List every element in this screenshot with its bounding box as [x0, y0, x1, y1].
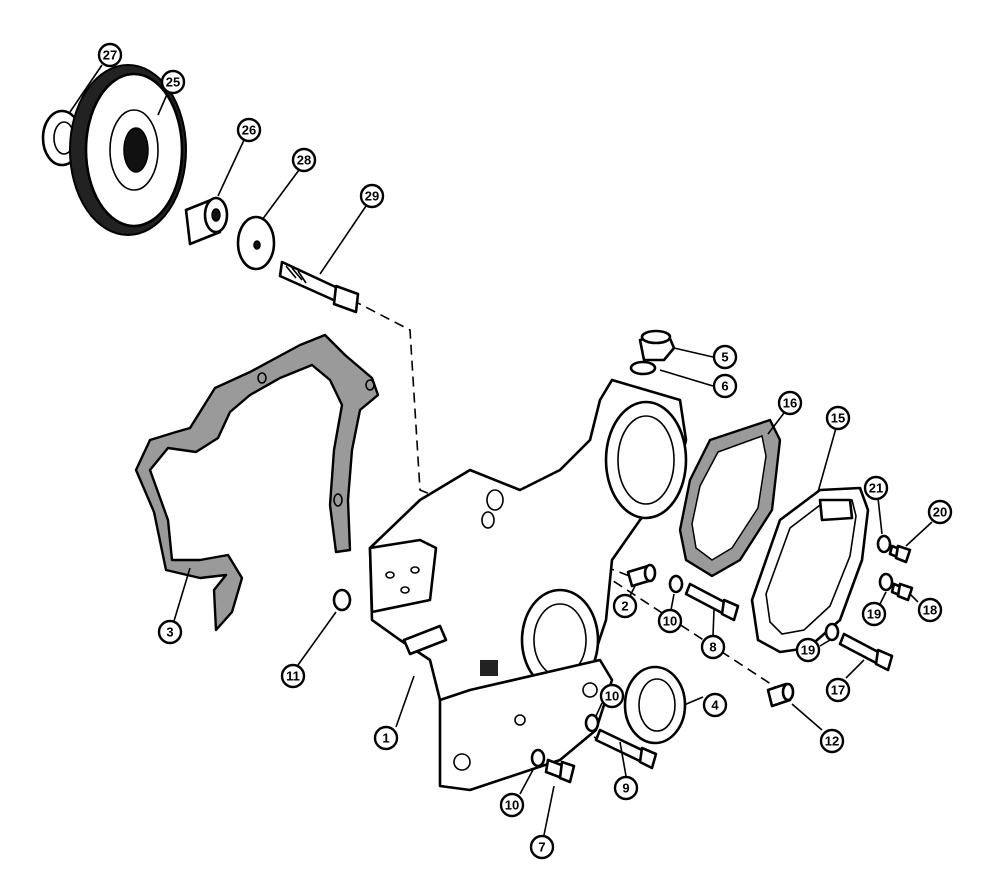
- callout-label: 19: [801, 643, 815, 658]
- callout-label: 8: [709, 640, 716, 655]
- callout-label: 20: [933, 505, 947, 520]
- callout-4: 4: [702, 692, 728, 718]
- callout-label: 3: [166, 625, 173, 640]
- timing-cover-housing-part-1: [368, 378, 688, 792]
- washer-part-10-lower: [530, 748, 546, 768]
- bolt-part-20: [888, 544, 912, 564]
- callout-18: 18: [917, 597, 943, 623]
- callout-label: 11: [286, 669, 300, 684]
- washer-part-28: [236, 215, 276, 271]
- callout-label: 9: [622, 781, 629, 796]
- callout-label: 5: [721, 350, 728, 365]
- callout-label: 4: [711, 698, 719, 713]
- callout-label: 27: [103, 48, 117, 63]
- callout-19-lower: 19: [795, 637, 821, 663]
- callout-label: 2: [621, 599, 628, 614]
- callout-26: 26: [236, 117, 262, 143]
- plug-part-5: [638, 329, 676, 362]
- bolt-part-7: [544, 758, 576, 784]
- callout-label: 19: [867, 607, 881, 622]
- callout-11: 11: [280, 663, 306, 689]
- washer-part-10-middle: [584, 713, 600, 733]
- callout-label: 1: [382, 731, 389, 746]
- callout-7: 7: [529, 834, 555, 860]
- bolt-part-17: [838, 632, 894, 672]
- callout-label: 10: [663, 614, 677, 629]
- callout-10-upper: 10: [657, 608, 683, 634]
- callout-label: 17: [831, 683, 845, 698]
- callout-27: 27: [97, 42, 123, 68]
- callout-10-lower: 10: [499, 792, 525, 818]
- washer-part-19-upper: [878, 572, 894, 592]
- callout-label: 25: [166, 75, 180, 90]
- callout-10-middle: 10: [599, 683, 625, 709]
- callout-label: 18: [923, 603, 937, 618]
- callout-19-upper: 19: [861, 601, 887, 627]
- callout-29: 29: [359, 183, 385, 209]
- callout-17: 17: [825, 677, 851, 703]
- callout-28: 28: [291, 147, 317, 173]
- washer-part-19-lower: [824, 622, 840, 642]
- callout-8: 8: [700, 634, 726, 660]
- o-ring-part-6: [629, 360, 657, 376]
- gasket-part-3: [134, 333, 380, 632]
- callout-15: 15: [825, 405, 851, 431]
- callout-label: 15: [831, 411, 845, 426]
- callout-12: 12: [819, 728, 845, 754]
- callout-5: 5: [712, 344, 738, 370]
- bushing-part-2: [626, 563, 657, 588]
- seal-part-4: [623, 665, 687, 745]
- callout-label: 29: [365, 189, 379, 204]
- callout-1: 1: [373, 725, 399, 751]
- callout-label: 28: [297, 153, 311, 168]
- gasket-part-16: [678, 418, 782, 578]
- bushing-part-12: [766, 682, 795, 708]
- washer-part-10-upper: [668, 574, 684, 594]
- gear-part-25: [69, 64, 187, 236]
- bolt-part-18: [890, 582, 914, 602]
- cover-plate-part-15: [750, 486, 870, 654]
- bolt-part-29: [278, 260, 360, 314]
- leader-lines: [69, 64, 933, 836]
- callout-label: 6: [721, 379, 728, 394]
- bolt-part-8: [684, 582, 740, 622]
- callout-6: 6: [712, 373, 738, 399]
- callout-9: 9: [613, 775, 639, 801]
- nut-part-11: [332, 588, 352, 612]
- callout-3: 3: [157, 619, 183, 645]
- washer-part-21: [876, 534, 892, 554]
- callout-20: 20: [927, 499, 953, 525]
- callout-label: 21: [869, 481, 883, 496]
- callout-label: 26: [242, 123, 256, 138]
- callout-16: 16: [777, 390, 803, 416]
- callout-label: 16: [783, 396, 797, 411]
- callout-21: 21: [863, 475, 889, 501]
- callout-label: 12: [825, 734, 839, 749]
- callout-25: 25: [160, 69, 186, 95]
- callout-label: 7: [538, 840, 545, 855]
- callout-label: 10: [505, 798, 519, 813]
- callout-2: 2: [612, 593, 638, 619]
- callout-label: 10: [605, 689, 619, 704]
- hub-part-26: [184, 196, 229, 246]
